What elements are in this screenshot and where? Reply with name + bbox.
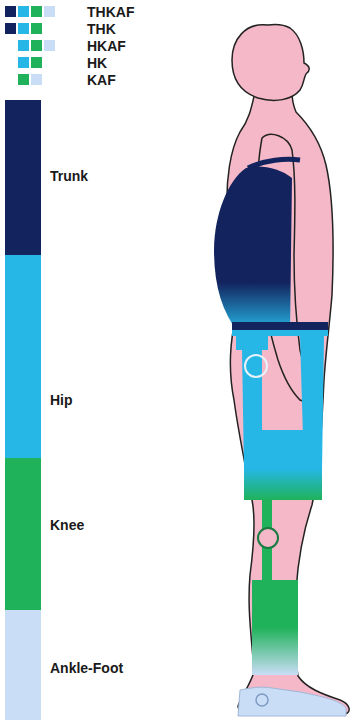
legend-label: KAF [87,73,116,87]
legend-swatch [18,57,29,68]
legend-swatch [31,40,42,51]
shin-cuff [252,580,298,675]
legend-label: Ankle-Foot [50,661,123,675]
legend-swatch [5,23,16,34]
legend-swatch [44,6,55,17]
legend-label: HK [87,56,107,70]
legend-swatch [18,23,29,34]
legend-swatch [31,74,42,85]
body-silhouette [227,24,349,714]
legend-swatch [31,6,42,17]
legend-label: THK [87,22,116,36]
legend-swatch [5,100,41,255]
legend-label: Trunk [50,169,88,183]
legend-swatch [31,57,42,68]
legend-swatch [18,74,29,85]
legend-label: THKAF [87,5,134,19]
legend-label: Knee [50,518,84,532]
thigh-cuff [244,430,322,500]
trunk-brace [214,166,292,332]
pelvic-band-lower [232,330,328,336]
legend-swatch [5,255,41,458]
shoulder-strap [248,159,300,168]
legend-swatch [44,40,55,51]
legend-swatch [5,610,41,720]
legend-swatch [31,23,42,34]
legend-swatch [18,40,29,51]
legend-label: HKAF [87,39,126,53]
knee-joint [258,528,278,548]
legend-swatch [5,6,16,17]
foot-plate [238,687,346,716]
legend-label: Hip [50,393,73,407]
hip-joint [245,355,267,377]
legend-swatch [5,458,41,610]
ankle-joint [256,694,268,706]
legend-swatch [18,6,29,17]
